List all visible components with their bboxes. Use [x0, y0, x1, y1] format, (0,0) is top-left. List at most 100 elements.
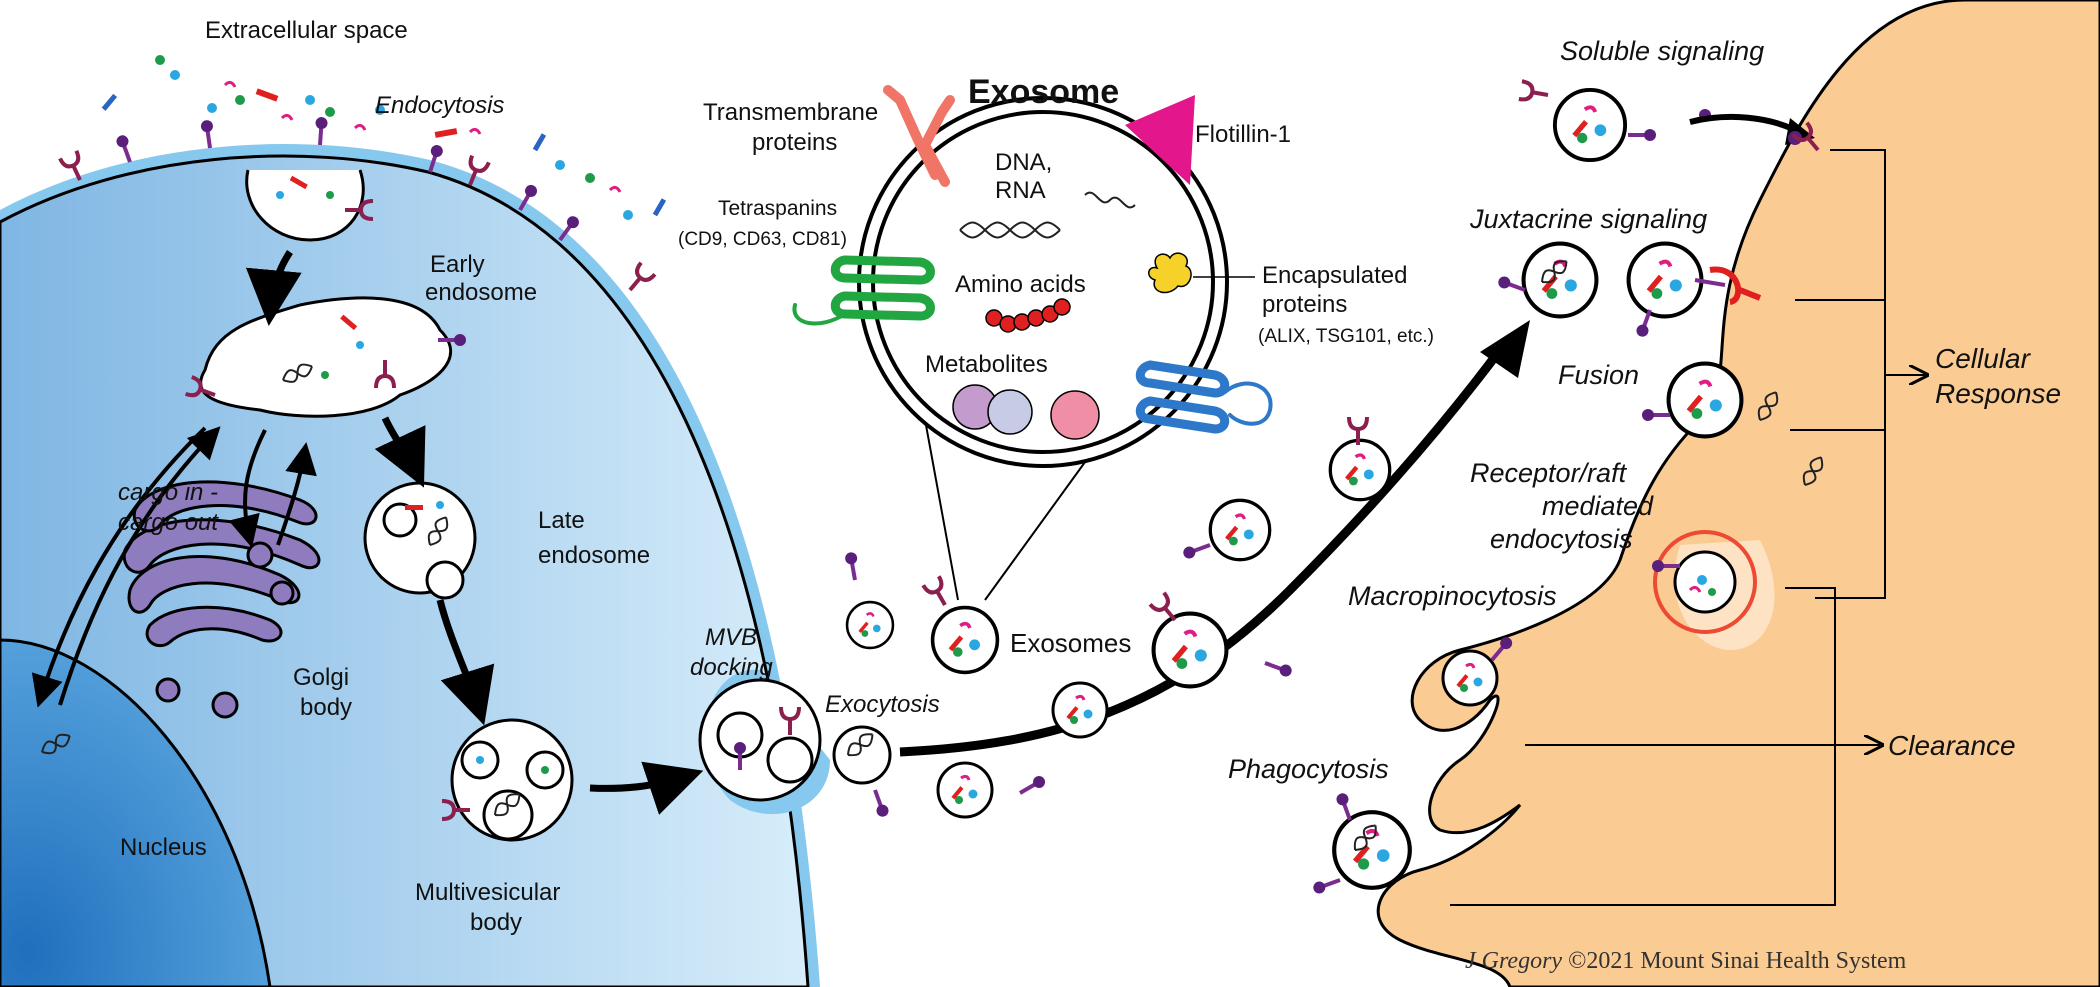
- label-macropinocytosis: Macropinocytosis: [1348, 581, 1557, 611]
- receptor-icon: [921, 574, 955, 612]
- lipid-raft-icon: [1309, 872, 1345, 898]
- label-tetraspanins-2: (CD9, CD63, CD81): [678, 229, 847, 250]
- phagocytosis: [1309, 789, 1410, 898]
- lipid-raft-icon: [312, 114, 330, 148]
- endocytic-pit: [245, 169, 375, 242]
- credit-rest: ©2021 Mount Sinai Health System: [1562, 948, 1907, 974]
- label-nucleus: Nucleus: [120, 834, 207, 861]
- label-juxtacrine-signaling: Juxtacrine signaling: [1469, 204, 1707, 234]
- label-encapsulated-1: Encapsulated: [1262, 262, 1407, 289]
- label-cellular-response-2: Response: [1935, 378, 2061, 409]
- label-amino-acids: Amino acids: [955, 271, 1086, 298]
- vesicle-icon: [1552, 87, 1628, 163]
- mvb-docking: [698, 669, 830, 815]
- vesicle-icon: [1629, 244, 1702, 317]
- label-mvb-2: body: [470, 909, 522, 936]
- label-endocytosis: Endocytosis: [375, 92, 504, 119]
- nucleus: [0, 638, 272, 987]
- label-golgi-1: Golgi: [293, 664, 349, 691]
- transmembrane-protein-icon: [883, 85, 955, 187]
- lipid-raft-icon: [1626, 127, 1658, 143]
- multivesicular-body: [440, 718, 574, 842]
- label-tetraspanins-1: Tetraspanins: [718, 197, 837, 220]
- label-mvb-docking-2: docking: [690, 654, 773, 681]
- extracellular-cargo: [101, 55, 667, 220]
- label-dna-rna-1: DNA,: [995, 149, 1052, 176]
- label-late-endosome-2: endosome: [538, 542, 650, 569]
- text-labels: Extracellular space Endocytosis Early en…: [118, 17, 2061, 974]
- label-receptor-1: Receptor/raft: [1470, 458, 1628, 488]
- label-early-endosome-1: Early: [430, 251, 485, 278]
- lipid-raft-icon: [1260, 655, 1296, 681]
- amino-acid-chain-icon: [985, 298, 1071, 333]
- lipid-raft-icon: [112, 131, 138, 167]
- label-dna-rna-2: RNA: [995, 177, 1046, 204]
- label-golgi-2: body: [300, 694, 352, 721]
- label-soluble-signaling: Soluble signaling: [1560, 36, 1764, 66]
- donor-pathway-arrows: [31, 250, 704, 815]
- vesicle-icon: [1334, 812, 1410, 888]
- label-cargo-out: cargo out: [118, 509, 219, 536]
- golgi-body: [122, 480, 321, 719]
- label-mvb-docking-1: MVB: [705, 624, 757, 651]
- juxtacrine-signaling: [1494, 244, 1762, 341]
- label-transmembrane-2: proteins: [752, 129, 837, 156]
- vesicle-icon: [1669, 364, 1742, 437]
- label-encapsulated-3: (ALIX, TSG101, etc.): [1258, 326, 1434, 347]
- receptor-icon: [621, 260, 657, 298]
- vesicle-icon: [1441, 649, 1499, 707]
- receptor-icon: [1516, 79, 1552, 106]
- vesicle-icon: [1328, 438, 1392, 502]
- label-early-endosome-2: endosome: [425, 279, 537, 306]
- lipid-raft-icon: [1015, 771, 1050, 801]
- lipid-raft-icon: [198, 117, 218, 151]
- label-phagocytosis: Phagocytosis: [1228, 754, 1389, 784]
- label-late-endosome-1: Late: [538, 507, 585, 534]
- lipid-raft-icon: [867, 785, 893, 821]
- vesicle-icon: [845, 600, 895, 650]
- credit-line: J Gregory ©2021 Mount Sinai Health Syste…: [1465, 948, 1907, 974]
- target-cell: [1376, 0, 2100, 987]
- label-metabolites: Metabolites: [925, 351, 1048, 378]
- label-exosomes: Exosomes: [1010, 628, 1131, 658]
- vesicle-icon: [1051, 681, 1109, 739]
- late-endosome: [363, 481, 477, 600]
- label-encapsulated-2: proteins: [1262, 291, 1347, 318]
- vesicle-icon: [1154, 614, 1227, 687]
- label-receptor-3: endocytosis: [1490, 524, 1633, 554]
- response-bracket: [1450, 149, 1925, 906]
- receptor-mediated-endocytosis: [1650, 530, 1775, 650]
- label-extracellular-space: Extracellular space: [205, 17, 408, 44]
- label-transmembrane-1: Transmembrane: [703, 99, 878, 126]
- label-clearance: Clearance: [1888, 730, 2016, 761]
- label-cargo-in: cargo in -: [118, 479, 218, 506]
- exocytosis-vesicle: [832, 725, 893, 821]
- label-exosome-title: Exosome: [968, 73, 1119, 111]
- label-mvb-1: Multivesicular: [415, 879, 560, 906]
- vesicle-icon: [1524, 244, 1597, 317]
- label-cellular-response-1: Cellular: [1935, 343, 2032, 374]
- exosome-release-path: [899, 320, 1530, 757]
- vesicle-icon: [930, 605, 1000, 675]
- credit-name: J Gregory: [1465, 948, 1562, 974]
- lipid-raft-icon: [1179, 537, 1215, 563]
- tetraspanin-icon: [1135, 360, 1273, 434]
- clathrin-coat-icon: [1653, 530, 1757, 634]
- tetraspanin-icon: [792, 255, 935, 326]
- encapsulated-protein-icon: [1148, 252, 1255, 294]
- label-flotillin: Flotillin-1: [1195, 121, 1291, 148]
- lipid-raft-icon: [842, 549, 863, 584]
- exosome-detail: [792, 85, 1273, 601]
- dna-rna-icon: [959, 191, 1136, 239]
- label-fusion: Fusion: [1558, 360, 1639, 390]
- flotillin-icon: [1125, 95, 1195, 185]
- metabolite-icon: [952, 384, 1100, 440]
- label-exocytosis: Exocytosis: [825, 691, 940, 718]
- lipid-raft-icon: [1640, 407, 1672, 423]
- vesicle-icon: [936, 761, 994, 819]
- soluble-signaling: [1516, 79, 1827, 163]
- vesicle-icon: [1208, 498, 1272, 562]
- label-receptor-2: mediated: [1542, 491, 1654, 521]
